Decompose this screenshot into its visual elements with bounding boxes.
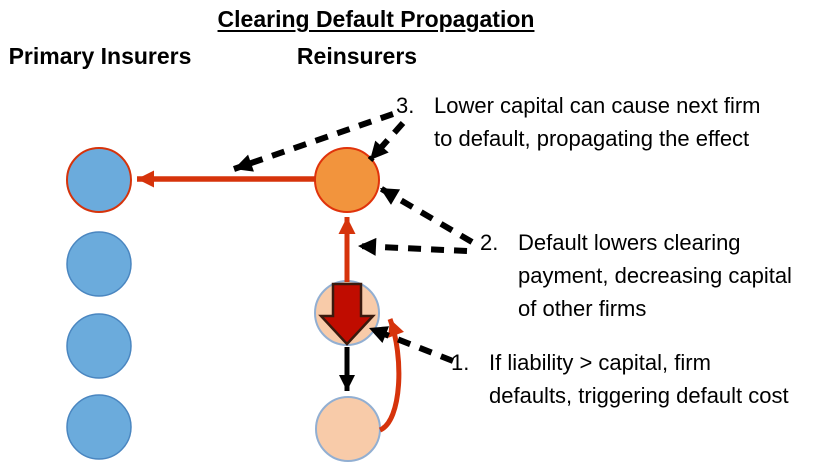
annotation-1: 1. If liability > capital, firm defaults… (451, 346, 789, 412)
primary-insurer-circle (66, 394, 132, 460)
default-cost-curved-arrow-icon (378, 318, 404, 433)
column-label-primary-insurers: Primary Insurers (8, 43, 192, 69)
annotation-number: 2. (480, 230, 499, 255)
annotation-line: payment, decreasing capital (518, 263, 792, 288)
annotation-line: If liability > capital, firm (489, 350, 711, 375)
annotation-3: 3. Lower capital can cause next firm to … (396, 89, 761, 155)
annotation-2-pointer-circle-icon (378, 185, 474, 245)
annotation-line: of other firms (518, 296, 647, 321)
annotation-line: Default lowers clearing (518, 230, 741, 255)
column-label-reinsurers: Reinsurers (296, 43, 418, 69)
annotation-line: Lower capital can cause next firm (434, 93, 761, 118)
annotation-2: 2. Default lowers clearing payment, decr… (480, 226, 792, 325)
annotation-number: 1. (451, 350, 470, 375)
primary-insurer-circle (66, 313, 132, 379)
primary-insurer-circle (66, 231, 132, 297)
reinsurer-circle (315, 396, 381, 462)
annotation-number: 3. (396, 93, 415, 118)
annotation-3-pointer-left-icon (233, 111, 394, 172)
annotation-2-pointer-arrow-icon (357, 237, 468, 256)
annotation-1-pointer-icon (367, 325, 455, 364)
primary-insurer-circle-affected (66, 147, 132, 213)
page-title: Clearing Default Propagation (217, 6, 535, 32)
default-down-block-arrow-icon (318, 282, 376, 346)
annotation-3-pointer-circle-icon (367, 121, 406, 162)
annotation-line: defaults, triggering default cost (489, 383, 789, 408)
annotation-line: to default, propagating the effect (434, 126, 750, 151)
